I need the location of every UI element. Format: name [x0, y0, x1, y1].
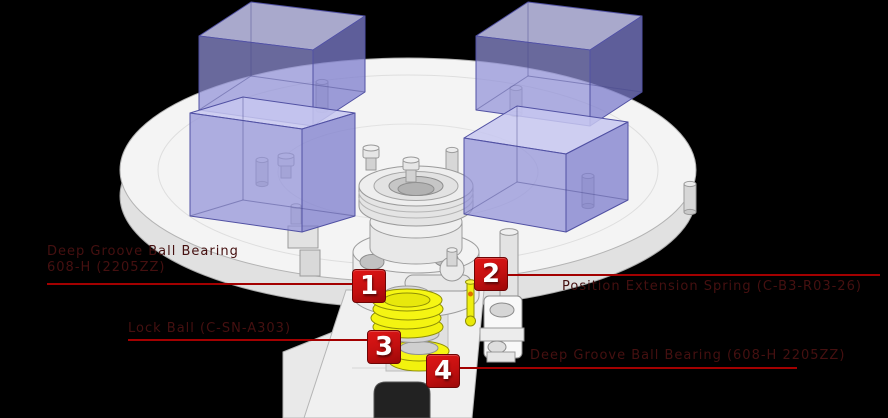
right-bracket [479, 295, 525, 363]
magnet-box-top-right [475, 1, 643, 127]
callout-line-4 [459, 367, 797, 369]
magnet-box-left [189, 96, 356, 233]
callout-label-4: Deep Groove Ball Bearing (608-H 2205ZZ) [530, 348, 846, 363]
callout-label-1-line-2: 608-H (2205ZZ) [47, 260, 166, 275]
callout-label-2: Position Extension Spring (C-B3-R03-26) [562, 279, 862, 294]
upper-coil-spring [370, 285, 444, 339]
magnet-box-right [463, 105, 629, 233]
grooved-ring [358, 165, 474, 227]
callout-marker-4: 4 [426, 354, 460, 388]
callout-line-3 [128, 339, 368, 341]
pedestal-opening [373, 381, 431, 418]
callout-label-1-line-1: Deep Groove Ball Bearing [47, 244, 239, 259]
callout-line-1 [47, 283, 353, 285]
callout-marker-2: 2 [474, 257, 508, 291]
callout-line-2 [506, 274, 880, 276]
callout-label-3: Lock Ball (C-SN-A303) [128, 321, 292, 336]
callout-label-1: Deep Groove Ball Bearing 608-H (2205ZZ) [47, 244, 239, 276]
callout-marker-3: 3 [367, 330, 401, 364]
yellow-adjuster-bolt [465, 279, 476, 327]
callout-marker-1: 1 [352, 269, 386, 303]
